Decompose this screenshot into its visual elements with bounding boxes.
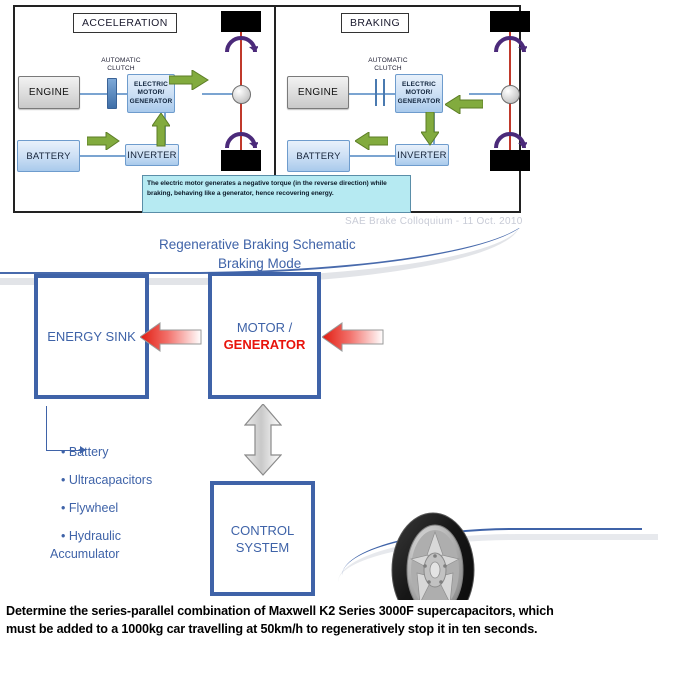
inverter-block-braking: INVERTER (395, 144, 449, 166)
clutch-label-line1: AUTOMATIC (101, 57, 141, 64)
motor-generator-line2: GENERATOR (223, 336, 306, 352)
sink-option-battery: • Battery (61, 445, 109, 459)
sink-option-hydraulic: • Hydraulic (61, 529, 121, 543)
electric-motor-generator-block-acceleration: ELECTRIC MOTOR/ GENERATOR (127, 74, 175, 113)
rotation-arc-top-braking (494, 36, 527, 53)
tire-bottom-acceleration (221, 150, 261, 171)
automatic-clutch-label-acceleration: AUTOMATIC CLUTCH (91, 57, 151, 73)
engine-block-acceleration: ENGINE (18, 76, 80, 109)
green-arrow-right-to-wheel (169, 70, 209, 90)
automatic-clutch-label-braking: AUTOMATIC CLUTCH (358, 57, 418, 73)
rotation-arc-bottom-braking (494, 132, 527, 149)
panel-braking: BRAKING AUTOMATIC CLUTCH ENGINE ELECTRIC… (285, 7, 545, 211)
motor-line3: GENERATOR (129, 97, 173, 105)
acceleration-braking-slide: ACCELERATION AUTOMATIC CLUTCH ENGINE ELE… (0, 0, 677, 228)
motor-line2: MOTOR/ (137, 89, 165, 97)
sae-footer-text: SAE Brake Colloquium - 11 Oct. 2010 (345, 216, 523, 227)
tire-bottom-braking (490, 150, 530, 171)
green-arrow-inverter-to-battery (355, 132, 388, 150)
wire-battery-inverter (348, 155, 406, 157)
panel-title-braking: BRAKING (341, 13, 410, 33)
clutch-plate-right (383, 79, 385, 106)
wire-engine-motor (348, 93, 416, 95)
decorative-swoosh-blue-bottom (342, 528, 642, 600)
sink-option-ultracapacitors: • Ultracapacitors (61, 473, 153, 487)
double-arrow-motor-control (244, 404, 282, 476)
wire-motor-hub (202, 93, 240, 95)
regen-caption-box: The electric motor generates a negative … (142, 175, 411, 213)
control-system-line1: CONTROL (230, 522, 295, 538)
green-arrow-inverter-to-motor (152, 113, 170, 147)
rotation-arc-bottom-acceleration (225, 132, 258, 149)
panel-divider (274, 5, 276, 213)
sink-option-accumulator: Accumulator (50, 547, 120, 561)
energy-sink-connector-horizontal (46, 450, 81, 451)
wire-battery-inverter (79, 155, 138, 157)
motor-line3: GENERATOR (397, 97, 441, 105)
battery-block-braking: BATTERY (287, 140, 350, 172)
electric-motor-generator-block-braking: ELECTRIC MOTOR/ GENERATOR (395, 74, 443, 113)
inverter-block-acceleration: INVERTER (125, 144, 179, 166)
panel-title-acceleration: ACCELERATION (73, 13, 177, 33)
red-arrow-motor-to-energy-sink (140, 322, 202, 352)
clutch-label-line2: CLUTCH (374, 65, 402, 72)
clutch-label-line2: CLUTCH (107, 65, 135, 72)
green-arrow-wheel-to-motor (445, 95, 483, 114)
question-text: Determine the series-parallel combinatio… (6, 603, 672, 638)
motor-generator-line1: MOTOR / (236, 319, 293, 335)
green-arrow-battery-to-inverter (87, 132, 120, 150)
motor-line1: ELECTRIC (401, 80, 437, 88)
wheel-hub-acceleration (232, 85, 251, 104)
tire-top-braking (490, 11, 530, 32)
motor-line2: MOTOR/ (405, 89, 433, 97)
automatic-clutch-engaged (107, 78, 117, 109)
rotation-arc-top-acceleration (225, 36, 258, 53)
question-line1: Determine the series-parallel combinatio… (6, 604, 554, 618)
red-arrow-wheel-to-motor (322, 322, 384, 352)
energy-sink-connector-arrowhead (80, 446, 86, 454)
motor-generator-box: MOTOR / GENERATOR (208, 272, 321, 399)
tire-top-acceleration (221, 11, 261, 32)
regenerative-braking-schematic-slide: Regenerative Braking Schematic Braking M… (0, 228, 677, 600)
engine-block-braking: ENGINE (287, 76, 349, 109)
panel-acceleration: ACCELERATION AUTOMATIC CLUTCH ENGINE ELE… (15, 7, 275, 211)
clutch-plate-left (375, 79, 377, 106)
energy-sink-box: ENERGY SINK (34, 274, 149, 399)
control-system-box: CONTROL SYSTEM (210, 481, 315, 596)
clutch-label-line1: AUTOMATIC (368, 57, 408, 64)
control-system-line2: SYSTEM (235, 539, 290, 555)
schematic-title-line2: Braking Mode (218, 256, 302, 271)
battery-block-acceleration: BATTERY (17, 140, 80, 172)
car-wheel-image (391, 512, 475, 600)
wire-motor-hub (469, 93, 509, 95)
green-arrow-motor-to-inverter (421, 112, 439, 146)
motor-line1: ELECTRIC (133, 80, 169, 88)
wheel-hub-braking (501, 85, 520, 104)
schematic-title-line1: Regenerative Braking Schematic (159, 237, 356, 252)
energy-sink-connector-vertical (46, 406, 47, 451)
sink-option-flywheel: • Flywheel (61, 501, 119, 515)
question-line2: must be added to a 1000kg car travelling… (6, 621, 538, 636)
